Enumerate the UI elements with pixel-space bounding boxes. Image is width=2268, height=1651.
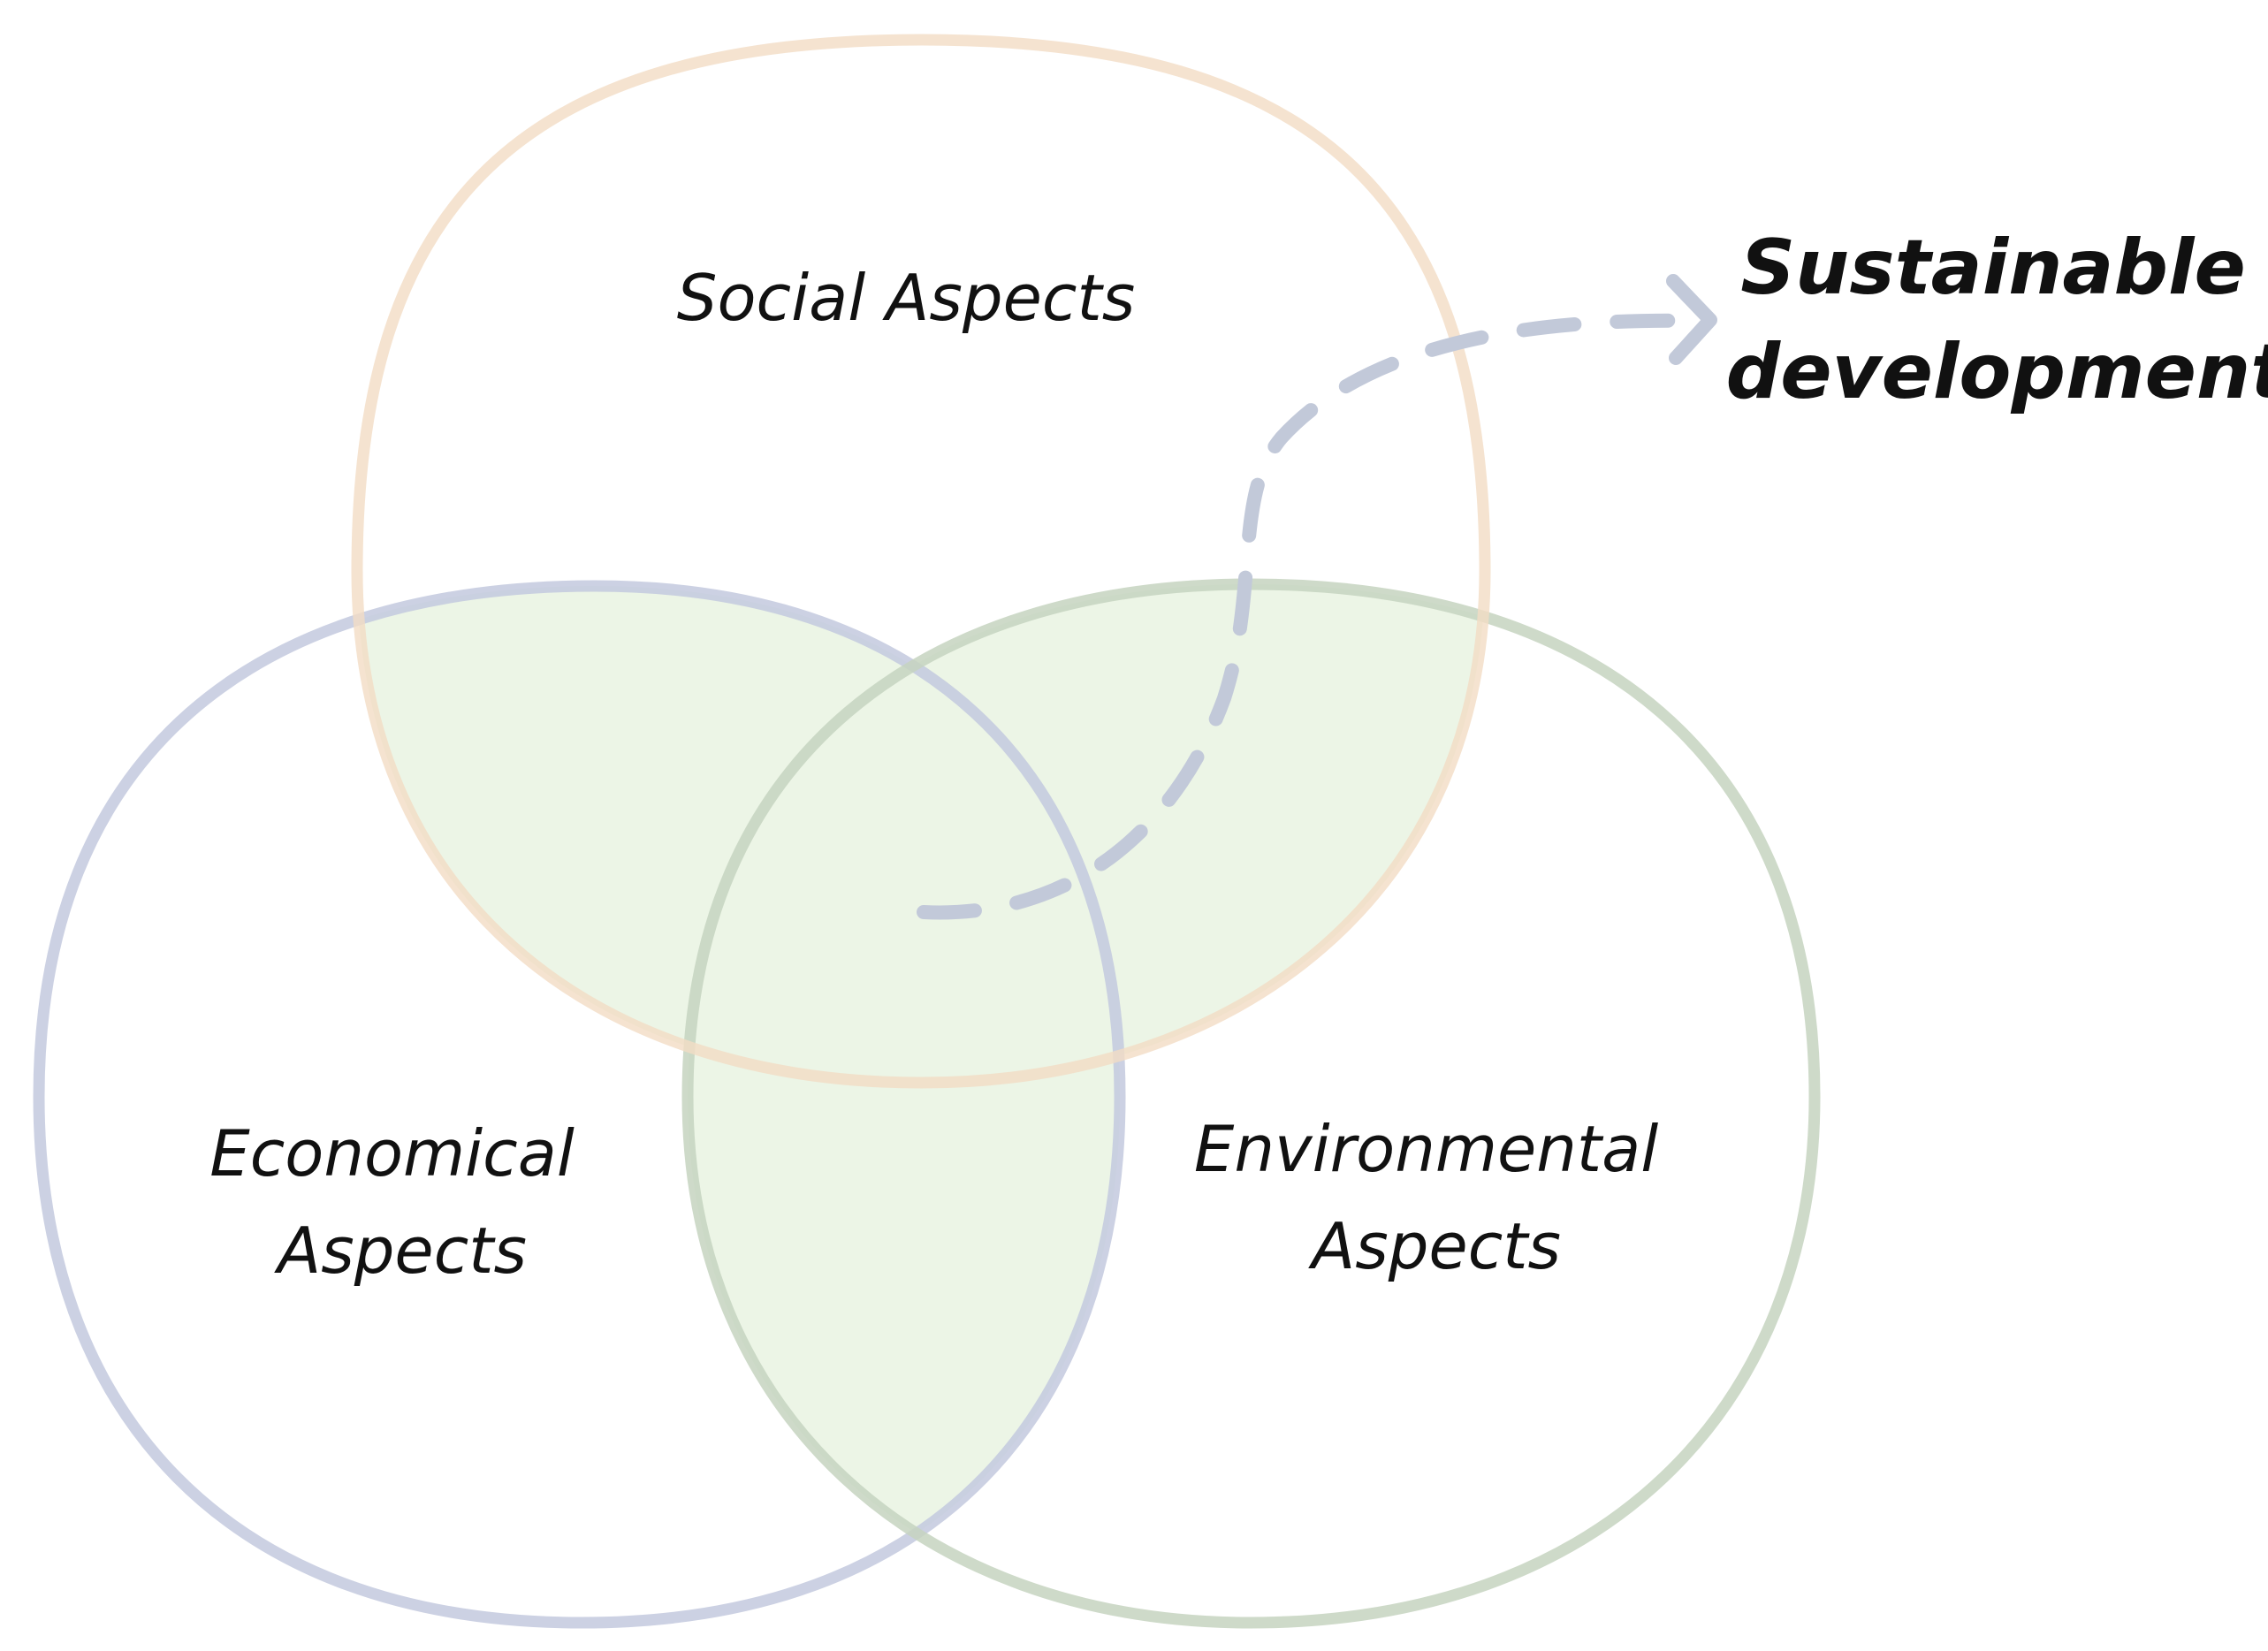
- environmental-label-line1: Environmental: [1194, 1112, 1658, 1186]
- environmental-label-line2: Aspects: [1308, 1209, 1561, 1283]
- result-label-line2: development: [1726, 328, 2268, 416]
- economical-label-line1: Economical: [209, 1116, 575, 1191]
- environmental-label: Environmental Aspects: [1194, 1112, 1678, 1283]
- result-label-line1: Sustainable: [1740, 224, 2246, 312]
- economical-label: Economical Aspects: [209, 1116, 595, 1288]
- economical-label-line2: Aspects: [274, 1214, 527, 1288]
- result-label: Sustainable development: [1726, 224, 2268, 416]
- arrow-head-icon: [1666, 274, 1717, 365]
- social-label: Social Aspects: [677, 261, 1135, 335]
- dashed-arrow: [917, 313, 1704, 920]
